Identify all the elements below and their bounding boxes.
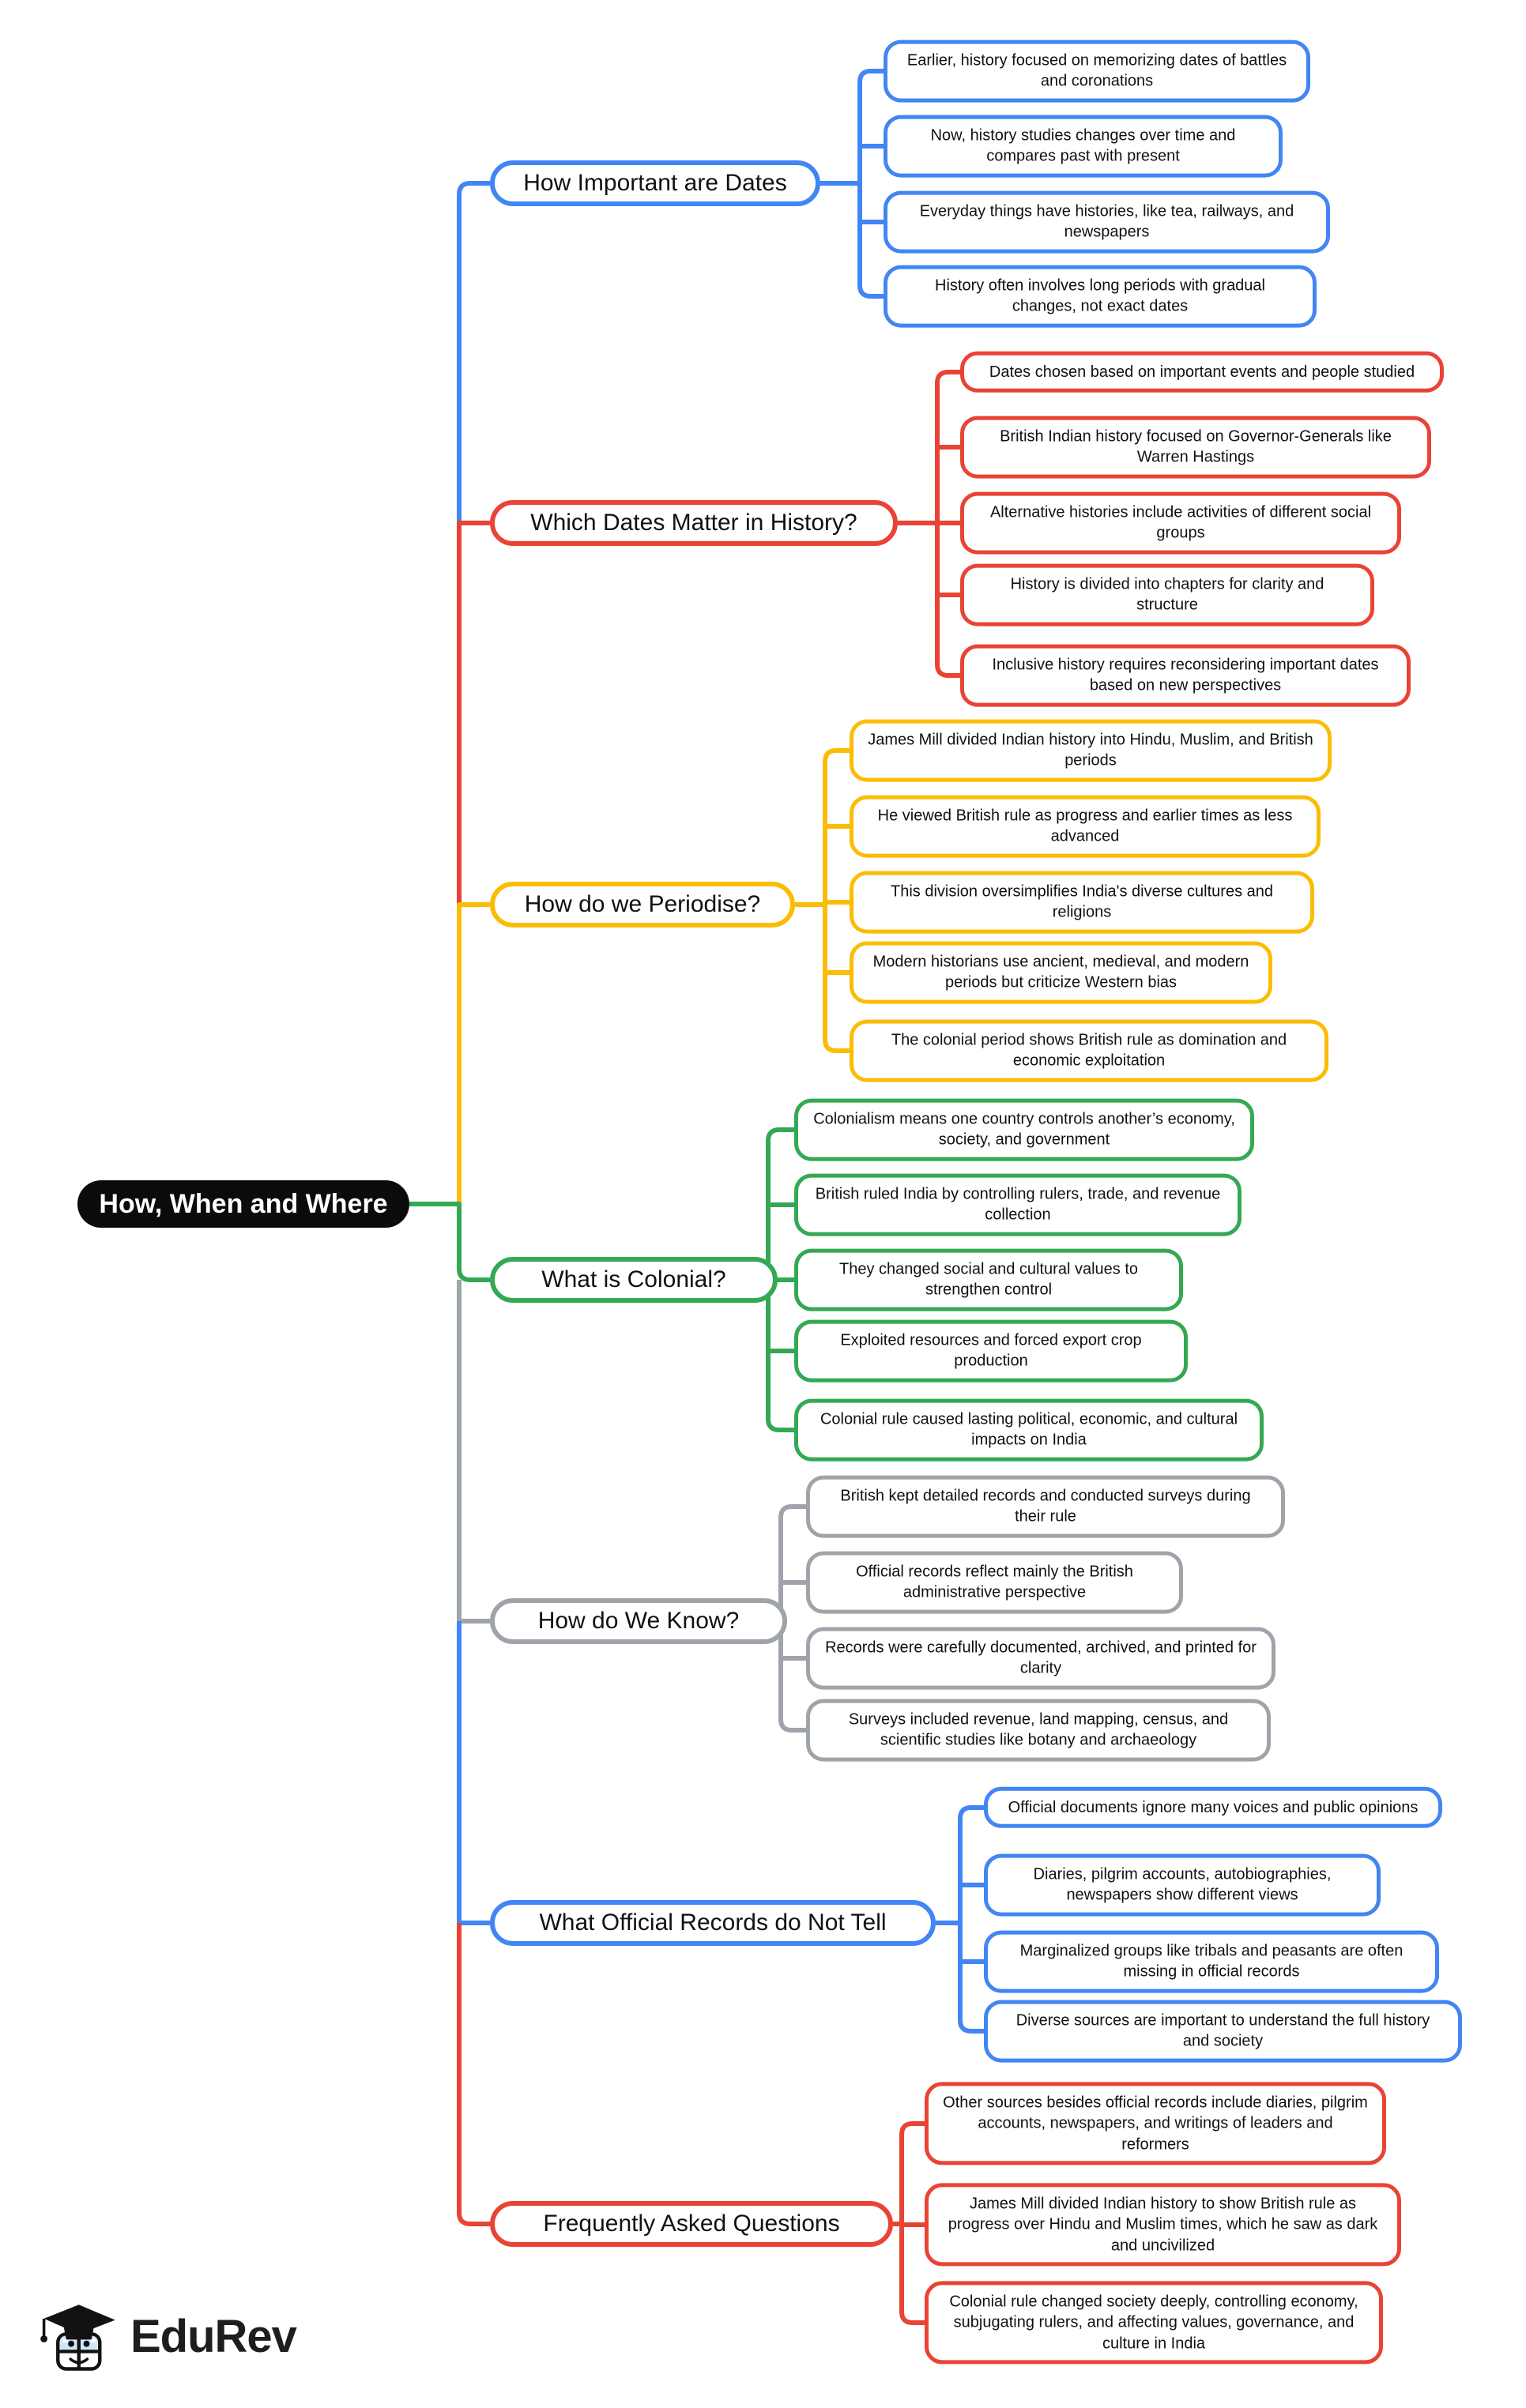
which-dates-matter-in-history-item-5: Inclusive history requires reconsidering… [960,644,1411,707]
how-do-we-know-item-3: Records were carefully documented, archi… [806,1627,1275,1690]
how-do-we-know-item-1: British kept detailed records and conduc… [806,1475,1285,1538]
trunk-connector [409,181,490,2226]
edurev-mascot-icon [40,2305,115,2371]
what-official-records-do-not-tell-item-1: Official documents ignore many voices an… [984,1786,1442,1829]
what-official-records-do-not-tell-item-2: Diaries, pilgrim accounts, autobiographi… [984,1853,1381,1917]
frequently-asked-questions-item-1: Other sources besides official records i… [925,2082,1386,2165]
what-is-colonial-item-4: Exploited resources and forced export cr… [794,1319,1188,1383]
how-important-are-dates-item-3: Everyday things have histories, like tea… [884,190,1330,254]
branch-title-how-do-we-know: How do We Know? [490,1598,787,1644]
which-dates-matter-in-history-item-4: History is divided into chapters for cla… [960,563,1374,626]
which-dates-matter-in-history-item-2: British Indian history focused on Govern… [960,416,1431,479]
frequently-asked-questions-item-3: Colonial rule changed society deeply, co… [925,2281,1383,2365]
branch-connector-frequently-asked-questions [893,2121,925,2325]
what-official-records-do-not-tell-item-4: Diverse sources are important to underst… [984,2000,1462,2063]
central-node: How, When and Where [77,1180,409,1228]
what-official-records-do-not-tell-item-3: Marginalized groups like tribals and pea… [984,1930,1439,1993]
how-do-we-know-item-4: Surveys included revenue, land mapping, … [806,1699,1271,1762]
branch-title-what-official-records-do-not-tell: What Official Records do Not Tell [490,1900,936,1946]
how-important-are-dates-item-4: History often involves long periods with… [884,265,1317,328]
what-is-colonial-item-1: Colonialism means one country controls a… [794,1098,1254,1161]
branch-title-what-is-colonial: What is Colonial? [490,1257,778,1303]
what-is-colonial-item-3: They changed social and cultural values … [794,1248,1183,1311]
which-dates-matter-in-history-item-3: Alternative histories include activities… [960,491,1401,555]
branch-title-how-important-are-dates: How Important are Dates [490,160,820,206]
branch-title-how-do-we-periodise: How do we Periodise? [490,882,795,927]
branch-connector-how-do-we-periodise [795,748,850,1053]
edurev-logo: EduRev [36,2297,297,2375]
branch-connector-how-important-are-dates [820,69,884,299]
how-important-are-dates-item-1: Earlier, history focused on memorizing d… [884,40,1310,103]
branch-connector-what-official-records-do-not-tell [936,1805,984,2034]
how-do-we-periodise-item-1: James Mill divided Indian history into H… [850,719,1332,782]
what-is-colonial-item-2: British ruled India by controlling ruler… [794,1173,1242,1236]
how-do-we-know-item-2: Official records reflect mainly the Brit… [806,1551,1183,1614]
how-do-we-periodise-item-5: The colonial period shows British rule a… [850,1019,1328,1082]
how-do-we-periodise-item-4: Modern historians use ancient, medieval,… [850,941,1272,1004]
branch-title-frequently-asked-questions: Frequently Asked Questions [490,2201,893,2247]
what-is-colonial-item-5: Colonial rule caused lasting political, … [794,1398,1264,1462]
branch-title-which-dates-matter-in-history: Which Dates Matter in History? [490,500,898,546]
edurev-logo-text: EduRev [130,2310,297,2362]
how-do-we-periodise-item-3: This division oversimplifies India's div… [850,871,1314,934]
which-dates-matter-in-history-item-1: Dates chosen based on important events a… [960,351,1444,393]
how-do-we-periodise-item-2: He viewed British rule as progress and e… [850,795,1321,858]
branch-connector-which-dates-matter-in-history [898,370,960,678]
how-important-are-dates-item-2: Now, history studies changes over time a… [884,115,1283,178]
frequently-asked-questions-item-2: James Mill divided Indian history to sho… [925,2183,1401,2267]
